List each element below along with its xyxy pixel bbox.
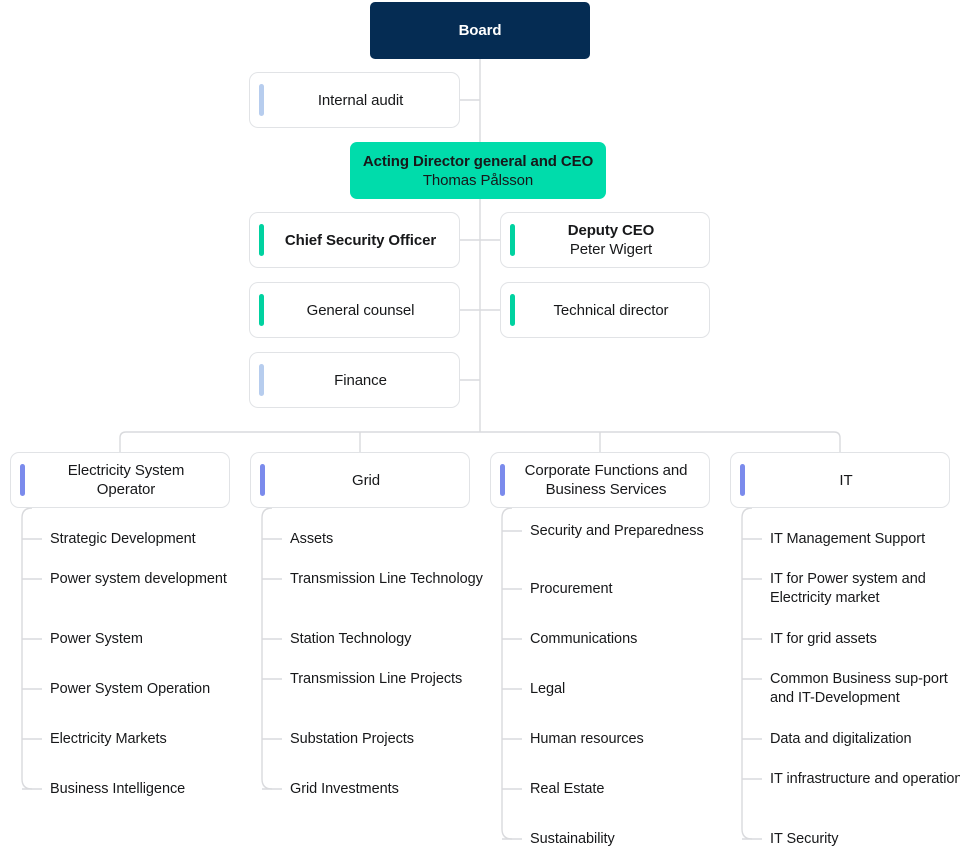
subitem[interactable]: Power system development: [50, 571, 227, 587]
subitem[interactable]: Procurement: [530, 581, 613, 597]
subitem[interactable]: Power System: [50, 631, 143, 647]
node-cso[interactable]: Chief Security Officer: [249, 212, 460, 268]
subitem[interactable]: IT Security: [770, 831, 839, 847]
division-distribution-bar: [119, 431, 841, 452]
node-internal-audit-label: Internal audit: [318, 91, 403, 110]
subitem[interactable]: Grid Investments: [290, 781, 399, 797]
subitem[interactable]: Business Intelligence: [50, 781, 186, 797]
node-ceo-label: Acting Director general and CEO Thomas P…: [363, 152, 593, 190]
subitem[interactable]: IT for grid assets: [770, 631, 877, 647]
subitem-column-spine: [741, 507, 753, 840]
node-cso-title: Chief Security Officer: [284, 231, 437, 249]
subitem[interactable]: IT for Power system and Electricity mark…: [770, 571, 926, 606]
node-ceo-title: Acting Director general and CEO: [362, 152, 594, 170]
node-cso-label: Chief Security Officer: [285, 231, 436, 250]
node-division-eso-label: Electricity System Operator: [67, 462, 185, 498]
node-general-counsel-label: General counsel: [307, 301, 415, 320]
subitem[interactable]: Substation Projects: [290, 731, 414, 747]
subitem[interactable]: Electricity Markets: [50, 731, 167, 747]
node-finance[interactable]: Finance: [249, 352, 460, 408]
subitem[interactable]: IT infrastructure and operations: [770, 771, 960, 787]
node-finance-label: Finance: [334, 371, 387, 390]
accent-bar-icon: [20, 464, 25, 496]
subitem[interactable]: Assets: [290, 531, 334, 547]
subitem[interactable]: Security and Preparedness: [530, 523, 704, 539]
subitem[interactable]: Legal: [530, 681, 566, 697]
subitem[interactable]: Strategic Development: [50, 531, 196, 547]
accent-bar-icon: [740, 464, 745, 496]
node-division-it[interactable]: IT: [730, 452, 950, 508]
subitem-column-spine: [21, 507, 33, 790]
subitem[interactable]: IT Management Support: [770, 531, 926, 547]
node-technical-director[interactable]: Technical director: [500, 282, 710, 338]
node-ceo[interactable]: Acting Director general and CEO Thomas P…: [350, 142, 606, 199]
node-technical-director-title: Technical director: [553, 301, 669, 319]
accent-bar-icon: [259, 224, 264, 256]
subitem[interactable]: Station Technology: [290, 631, 412, 647]
node-division-grid[interactable]: Grid: [250, 452, 470, 508]
subitem-column-spine: [501, 507, 513, 840]
subitem-column-spine: [261, 507, 273, 790]
node-internal-audit-title: Internal audit: [317, 91, 404, 109]
subitem[interactable]: Transmission Line Technology: [290, 571, 483, 587]
accent-bar-icon: [500, 464, 505, 496]
node-board-label: Board: [458, 22, 502, 39]
subitem[interactable]: Transmission Line Projects: [290, 671, 463, 687]
node-division-it-label: IT: [839, 471, 853, 489]
node-board[interactable]: Board: [370, 2, 590, 59]
node-deputy-ceo-label: Deputy CEO Peter Wigert: [568, 221, 655, 259]
subitem[interactable]: Real Estate: [530, 781, 605, 797]
node-deputy-ceo[interactable]: Deputy CEO Peter Wigert: [500, 212, 710, 268]
node-division-eso[interactable]: Electricity System Operator: [10, 452, 230, 508]
accent-bar-icon: [260, 464, 265, 496]
accent-bar-icon: [259, 294, 264, 326]
subitem[interactable]: Power System Operation: [50, 681, 211, 697]
accent-bar-icon: [259, 84, 264, 116]
node-finance-title: Finance: [334, 371, 387, 389]
node-technical-director-label: Technical director: [554, 301, 669, 320]
node-division-cfbs-label: Corporate Functions and Business Service…: [524, 462, 688, 498]
subitem[interactable]: Human resources: [530, 731, 644, 747]
node-general-counsel[interactable]: General counsel: [249, 282, 460, 338]
subitem[interactable]: Common Business sup-port and IT-Developm…: [770, 671, 948, 706]
node-ceo-name: Thomas Pålsson: [422, 171, 534, 189]
subitem[interactable]: Communications: [530, 631, 638, 647]
node-deputy-ceo-title: Deputy CEO: [567, 222, 655, 239]
accent-bar-icon: [510, 224, 515, 256]
node-division-grid-label: Grid: [352, 471, 380, 489]
accent-bar-icon: [259, 364, 264, 396]
accent-bar-icon: [510, 294, 515, 326]
node-division-cfbs[interactable]: Corporate Functions and Business Service…: [490, 452, 710, 508]
subitem[interactable]: Data and digitalization: [770, 731, 912, 747]
subitem[interactable]: Sustainability: [530, 831, 615, 847]
node-general-counsel-title: General counsel: [306, 301, 415, 319]
node-deputy-ceo-name: Peter Wigert: [569, 241, 653, 258]
node-internal-audit[interactable]: Internal audit: [249, 72, 460, 128]
